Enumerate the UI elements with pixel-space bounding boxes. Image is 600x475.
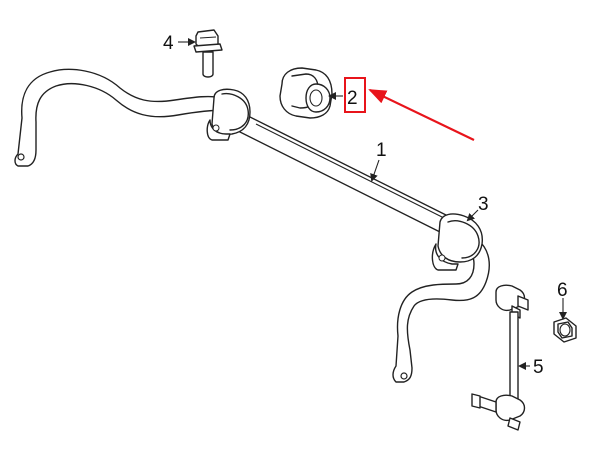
highlight-box: [344, 77, 366, 113]
leader-line-3: [466, 209, 479, 222]
callout-labels: 1 2 3 4 5 6: [163, 33, 568, 378]
highlight-arrow: [368, 89, 475, 141]
stabilizer-link-part: [471, 284, 529, 431]
bushing-part: [279, 67, 333, 119]
nut-part: [553, 317, 577, 343]
callout-5: 5: [533, 357, 544, 378]
right-bushing-mount: [431, 213, 483, 271]
highlight-annotation: [344, 77, 475, 141]
stabilizer-bar: [14, 68, 490, 383]
leader-line-1: [370, 159, 380, 182]
bolt-part: [193, 29, 223, 78]
left-bushing-mount: [206, 88, 251, 141]
callout-1: 1: [376, 140, 387, 161]
callout-4: 4: [163, 33, 174, 54]
leader-lines: [178, 38, 567, 370]
callout-2: 2: [347, 88, 358, 109]
callout-6: 6: [557, 280, 568, 301]
callout-3: 3: [478, 194, 489, 215]
